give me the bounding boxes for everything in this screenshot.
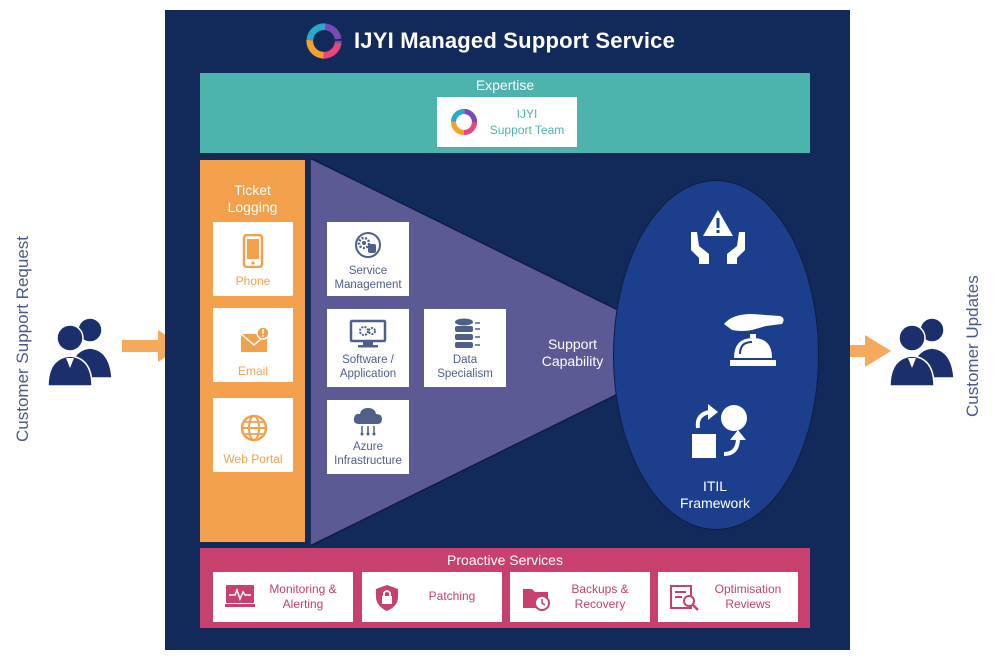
- service-gear-icon: [355, 232, 381, 258]
- ijyi-logo-icon: [306, 23, 342, 59]
- email-label: Email: [237, 364, 268, 378]
- support-capability-label: Support Capability: [530, 336, 615, 370]
- backup-folder-icon: [523, 589, 550, 611]
- data-specialism-line1: Data: [452, 354, 478, 366]
- monitoring-icon: [225, 585, 255, 607]
- proactive-services-section: Proactive Services Monitoring & Alerting…: [200, 548, 810, 628]
- patching-card: Patching: [362, 572, 502, 622]
- data-specialism-line2: Specialism: [437, 368, 493, 380]
- optimisation-reviews-card: Optimisation Reviews: [658, 572, 798, 622]
- support-team-line1: IJYI: [516, 107, 538, 121]
- ticket-title-line1: Ticket: [234, 182, 271, 198]
- support-capability-line2: Capability: [541, 353, 604, 369]
- shield-lock-icon: [376, 585, 398, 611]
- globe-icon: [240, 414, 268, 442]
- web-portal-channel-card: Web Portal: [213, 398, 293, 472]
- page-title: IJYI Managed Support Service: [354, 28, 676, 53]
- data-specialism-label: Data Specialism: [424, 353, 506, 381]
- backups-recovery-card: Backups & Recovery: [510, 572, 650, 622]
- ticket-title-line2: Logging: [227, 199, 278, 215]
- phone-icon: [242, 234, 264, 268]
- customer-people-icon: [47, 317, 113, 387]
- software-application-card: Software / Application: [327, 309, 409, 387]
- phone-channel-card: Phone: [213, 222, 293, 296]
- ticket-logging-title: Ticket Logging: [200, 182, 305, 216]
- patching-label: Patching: [406, 589, 498, 604]
- service-management-card: Service Management: [327, 222, 409, 296]
- customer-updates-label: Customer Updates: [963, 275, 982, 417]
- backups-recovery-line1: Backups &: [571, 582, 629, 596]
- azure-infrastructure-line1: Azure: [352, 441, 384, 453]
- service-management-label: Service Management: [327, 264, 409, 292]
- monitoring-alerting-label: Monitoring & Alerting: [257, 582, 349, 612]
- monitoring-alerting-card: Monitoring & Alerting: [213, 572, 353, 622]
- patching-line1: Patching: [428, 589, 476, 603]
- software-application-line2: Application: [339, 368, 397, 380]
- azure-infrastructure-label: Azure Infrastructure: [327, 440, 409, 468]
- itil-process-icon: [692, 404, 747, 458]
- email-channel-card: Email: [213, 308, 293, 382]
- service-management-line2: Management: [334, 279, 402, 291]
- software-monitor-icon: [349, 319, 387, 348]
- itil-line1: ITIL: [702, 478, 728, 494]
- email-icon: [240, 326, 270, 352]
- backups-recovery-line2: Recovery: [574, 597, 626, 611]
- software-application-line1: Software /: [342, 354, 394, 366]
- monitoring-alerting-line1: Monitoring &: [269, 582, 337, 596]
- customer-updates-people-icon: [889, 317, 955, 387]
- phone-label: Phone: [235, 274, 271, 288]
- support-team-card: IJYI Support Team: [437, 97, 577, 147]
- optimisation-reviews-label: Optimisation Reviews: [702, 582, 794, 612]
- service-management-line1: Service: [348, 265, 388, 277]
- azure-infrastructure-line2: Infrastructure: [334, 455, 402, 467]
- itil-oval: [613, 180, 819, 530]
- cloud-icon: [353, 408, 382, 436]
- customer-support-request-label: Customer Support Request: [13, 236, 32, 442]
- service-bell-icon: [724, 314, 784, 366]
- expertise-title: Expertise: [475, 77, 535, 93]
- review-search-icon: [670, 585, 699, 611]
- optimisation-reviews-line2: Reviews: [725, 597, 771, 611]
- support-capability-line1: Support: [547, 336, 598, 352]
- expertise-section: Expertise IJYI Support Team: [200, 73, 810, 153]
- optimisation-reviews-line1: Optimisation: [714, 582, 782, 596]
- ticket-logging-section: Ticket Logging Phone Email Web Portal: [200, 160, 305, 542]
- software-application-label: Software / Application: [327, 353, 409, 381]
- ijyi-logo-icon: [450, 108, 478, 136]
- monitoring-alerting-line2: Alerting: [282, 597, 324, 611]
- warning-hands-icon: [691, 210, 745, 264]
- database-icon: [455, 318, 480, 348]
- web-portal-label: Web Portal: [223, 452, 283, 466]
- itil-framework-label: ITIL Framework: [670, 478, 760, 512]
- azure-infrastructure-card: Azure Infrastructure: [327, 400, 409, 474]
- support-team-line2: Support Team: [489, 123, 565, 137]
- proactive-services-title: Proactive Services: [447, 552, 563, 568]
- data-specialism-card: Data Specialism: [424, 309, 506, 387]
- backups-recovery-label: Backups & Recovery: [554, 582, 646, 612]
- itil-line2: Framework: [679, 495, 750, 511]
